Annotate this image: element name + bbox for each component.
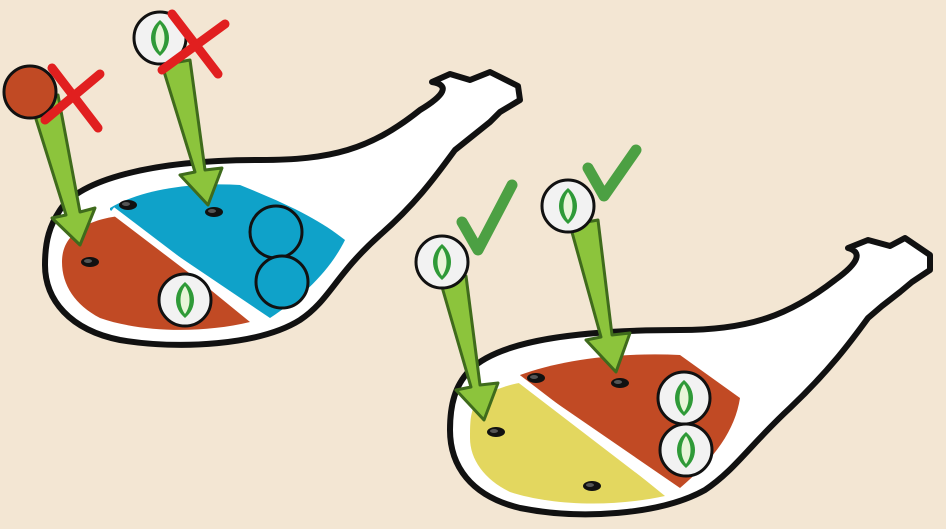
red-token	[4, 66, 56, 118]
leaf-token	[416, 236, 468, 288]
blue-token	[250, 206, 302, 258]
paddle-board-valid	[450, 238, 930, 514]
leaf-token	[542, 180, 594, 232]
board-hole	[205, 207, 223, 217]
leaf-token	[660, 424, 712, 476]
check-icon	[462, 185, 512, 250]
board-hole	[119, 200, 137, 210]
arrow-leaf-to-yellow	[440, 276, 498, 420]
leaf-token	[159, 274, 211, 326]
leaf-token	[658, 372, 710, 424]
board-hole	[527, 373, 545, 383]
check-icon	[588, 150, 636, 196]
board-hole	[611, 378, 629, 388]
board-hole	[81, 257, 99, 267]
blue-token	[256, 256, 308, 308]
board-hole	[583, 481, 601, 491]
board-hole	[487, 427, 505, 437]
